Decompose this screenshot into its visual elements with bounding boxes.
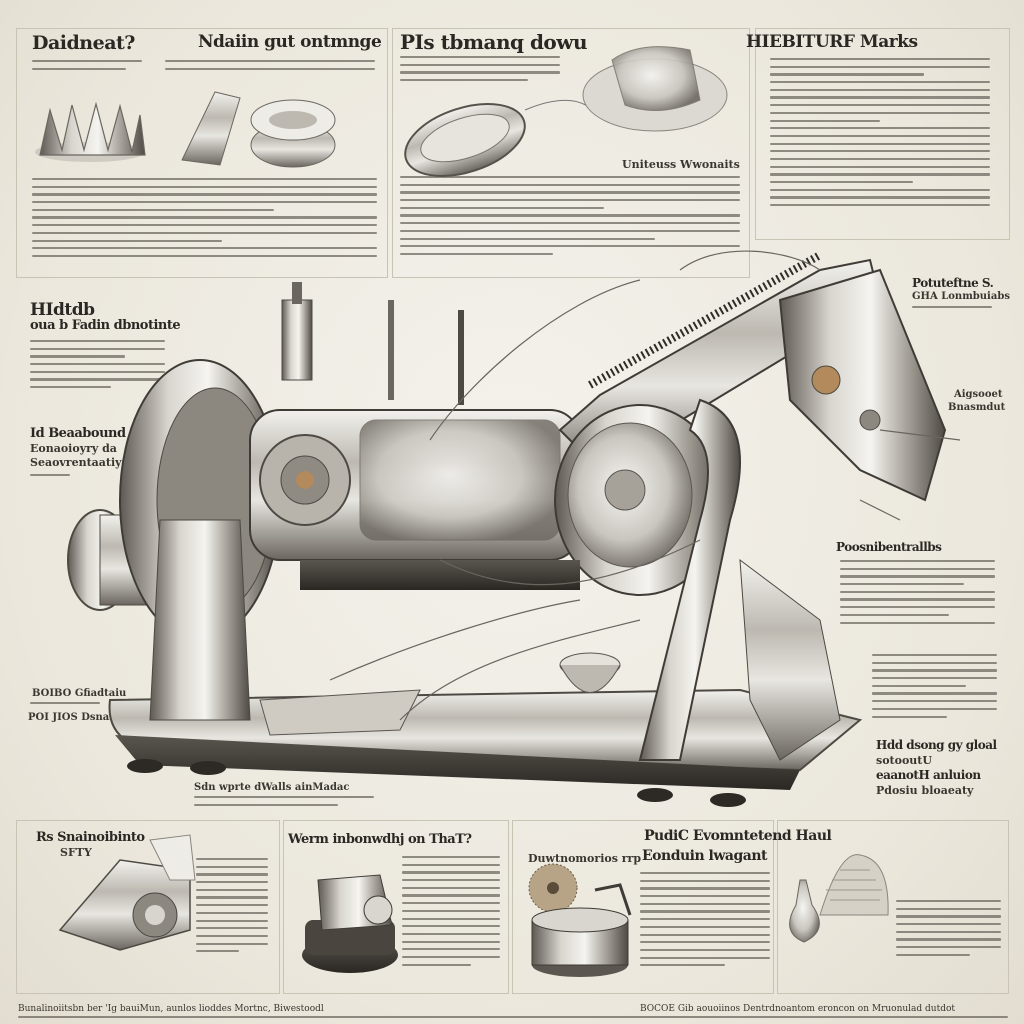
heading-top-mid: PIs tbmanq dowu (400, 30, 588, 54)
heading-left-1a: HIdtdb (30, 300, 95, 320)
heading-top-mid-left: Ndaiin gut ontmnge (198, 32, 382, 52)
heading-right-3: Poosnibentrallbs (836, 540, 942, 554)
heading-left-3a: BOIBO Gfiadtaiu (32, 688, 127, 699)
heading-top-right: HIEBITURF Marks (746, 32, 918, 52)
text-block-right-3b (872, 654, 997, 723)
heading-bottom-mid: Werm inbonwdhj on ThaT? (288, 832, 472, 847)
caption-bottom: Sdn wprte dWalls ainMadac (194, 782, 350, 793)
caption-mid-center: Uniteuss Wwonaits (622, 158, 740, 171)
brush-wheel-icon (528, 863, 578, 913)
text-block-right-3 (840, 560, 995, 629)
text-block-left-1 (30, 340, 165, 394)
heading-right-1b: GHA Lonmbuiabs (912, 291, 1010, 302)
text-block-right-1 (912, 306, 992, 314)
heading-right-2b: Bnasmdut (948, 402, 1006, 413)
heading-bottom-midright: Duwtnomorios rrp (528, 852, 642, 865)
footer-right: BOCOE Gib aouoiinos Dentrdnoantom eronco… (640, 1004, 956, 1014)
text-block-left-3 (30, 702, 100, 710)
heading-left-2b: Eonaoioyry da (30, 442, 117, 455)
heading-bottom-right-1: PudiC Evomntetend Haul (644, 828, 832, 844)
text-block-left-2 (30, 474, 70, 482)
fan-blades-icon (35, 101, 146, 162)
text-block-bottom-left (196, 858, 268, 958)
text-block-bottom-midright (640, 872, 770, 972)
sewing-machine-illustration (67, 250, 961, 807)
bowl-icon (582, 46, 728, 132)
pot-icon (531, 883, 632, 977)
text-block-footer (18, 1016, 1008, 1024)
panel-top-mid (392, 28, 750, 278)
tape-coil-icon (181, 91, 336, 168)
panel-bottom-left (16, 820, 280, 994)
text-block-top-right (770, 58, 990, 212)
text-block-bottom-caption (194, 796, 374, 811)
text-block-top-left-c (32, 178, 377, 263)
mini-machine-icon (302, 874, 398, 973)
text-block-top-mid-b (400, 176, 740, 261)
bulb-icon (789, 879, 820, 943)
text-block-bottom-mid (402, 856, 500, 971)
heading-left-2c: Seaovrentaatiy (30, 456, 122, 469)
text-block-top-left-b (165, 60, 375, 75)
heading-bottom-right-2: Eonduin lwagant (642, 848, 767, 864)
panel-bottom-midright (512, 820, 774, 994)
panel-top-right (755, 28, 1010, 240)
heading-right-4d: Pdosiu bloaeaty (876, 784, 974, 797)
heading-right-4a: Hdd dsong gy gloal (876, 738, 997, 752)
footer-left: Bunalinoiitsbn ber 'Ig bauiMun, aunlos l… (18, 1004, 324, 1014)
heading-left-2a: Id Beaabound (30, 426, 126, 441)
motor-unit-icon (58, 834, 196, 951)
panel-bottom-right (777, 820, 1009, 994)
panel-top-left (16, 28, 388, 278)
heading-left-1b: oua b Fadin dbnotinte (30, 318, 181, 333)
text-block-bottom-right (896, 900, 1001, 962)
heading-left-3b: POI JIOS Dsnasane (28, 712, 136, 723)
heading-right-2a: Aigsooet (954, 389, 1003, 400)
panel-bottom-mid (283, 820, 509, 994)
oval-plate-icon (404, 99, 591, 177)
heading-right-4b: sotooutU (876, 754, 932, 767)
heading-bottom-left: Rs Snainoibinto (36, 830, 145, 845)
fabric-swatch-icon (819, 854, 889, 916)
text-block-top-mid-a (400, 56, 560, 87)
heading-bottom-left-sub: SFTY (60, 846, 92, 859)
text-block-top-left-a (32, 60, 142, 75)
heading-right-4c: eaanotH anluion (876, 768, 981, 782)
heading-right-1a: Potuteftne S. (912, 276, 994, 290)
heading-top-left: Daidneat? (32, 32, 135, 54)
